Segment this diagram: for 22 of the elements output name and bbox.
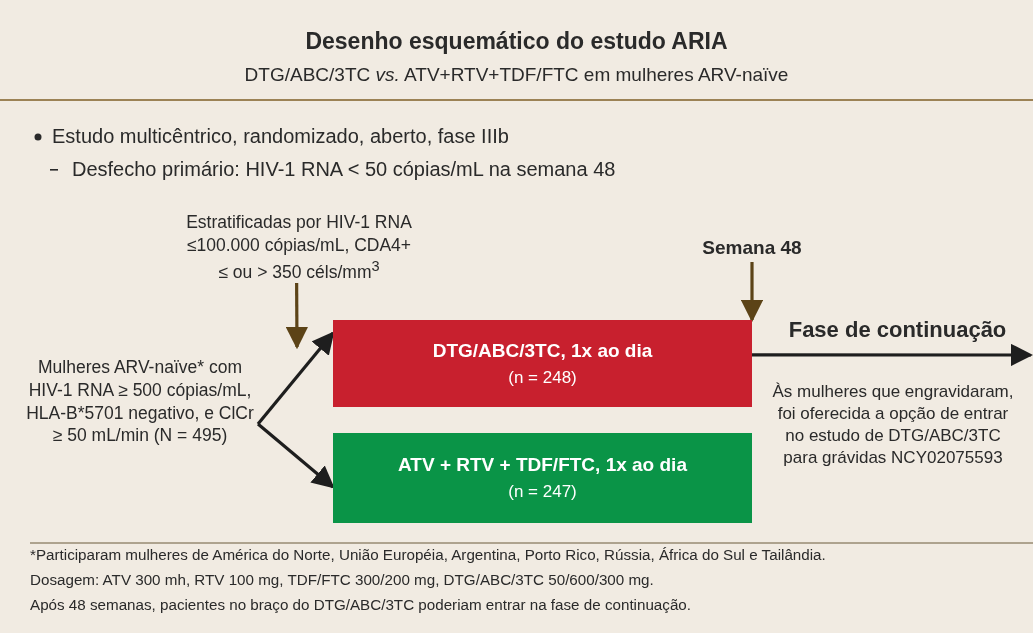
arm-title: DTG/ABC/3TC, 1x ao dia: [432, 339, 653, 362]
subtitle: DTG/ABC/3TC vs. ATV+RTV+TDF/FTC em mulheres ARV-naïve: [243, 64, 790, 87]
treatment-arm-box: [333, 433, 752, 523]
treatment-arm-box: [333, 320, 752, 407]
text-label: Mulheres ARV-naïve* com HIV-1 RNA ≥ 500 cópias/mL, HLA-B*5701 negativo, e ClCr ≥ 50 mL/min (N = 495): [22, 356, 258, 492]
arrow: [740, 262, 764, 323]
bullet-text: Estudo multicêntrico, randomizado, aberto, fase IIIb: [52, 124, 510, 148]
text-label: Estratificadas por HIV-1 RNA ≤100.000 cópias/mL, CDA4+ ≤ ou > 350 céls/mm$^{3}$: [180, 211, 418, 284]
arm-title: ATV + RTV + TDF/FTC, 1x ao dia: [398, 454, 687, 476]
note-text: Às mulheres que engravidaram, foi oferecida a opção de entrar no estudo de DTG/ABC/3TC para grávidas NCY02075593: [771, 381, 1015, 470]
bullet-text: Desfecho primário: HIV-1 RNA < 50 cópias/mL na semana 48: [72, 157, 617, 181]
arrow: [256, 422, 335, 489]
arrow: [752, 343, 1033, 367]
sample-size: (n = 247): [508, 482, 577, 502]
footnote: *Participaram mulheres de América do Norte, União Européia, Argentina, Porto Rico, Rússia, África do Sul e Tailândia.: [30, 546, 827, 565]
arrow: [256, 331, 335, 426]
text-label: Semana 48: [681, 236, 823, 262]
arrow: [285, 283, 309, 350]
title: Desenho esquemático do estudo ARIA: [304, 28, 729, 55]
footnote: Dosagem: ATV 300 mh, RTV 100 mg, TDF/FTC 300/200 mg, DTG/ABC/3TC 50/600/300 mg.: [30, 571, 655, 590]
footnote: Após 48 semanas, pacientes no braço do DTG/ABC/3TC poderiam entrar na fase de continuação.: [30, 596, 693, 615]
sample-size: (n = 248): [508, 367, 577, 388]
